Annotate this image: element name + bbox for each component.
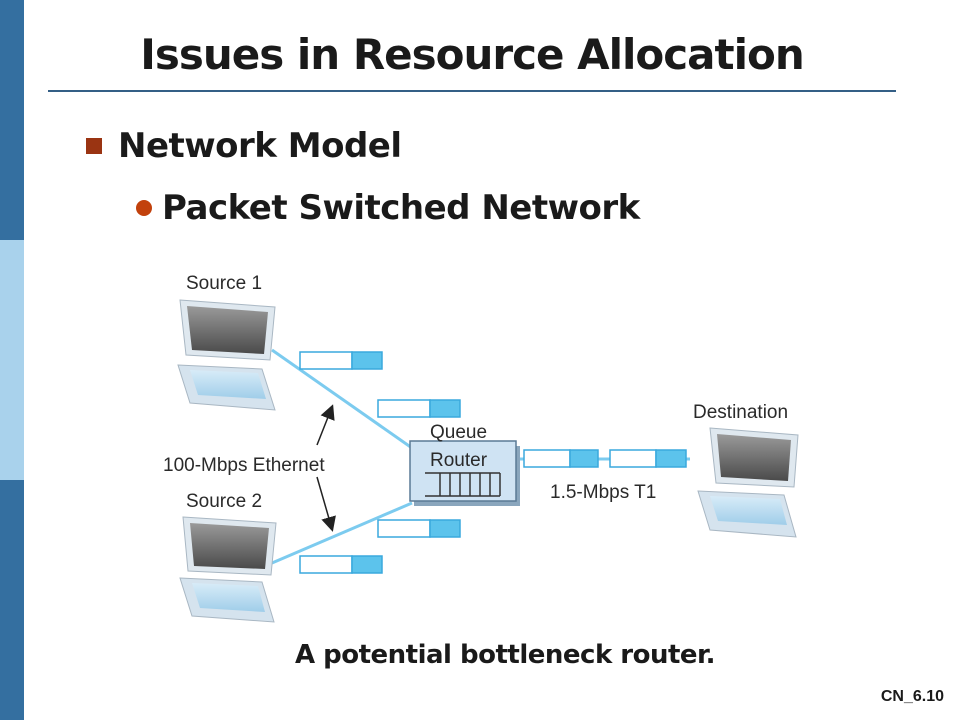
destination-label: Destination xyxy=(693,402,788,423)
router-icon xyxy=(409,440,520,506)
packet xyxy=(609,449,687,468)
packet xyxy=(377,519,461,538)
square-bullet-icon xyxy=(86,138,102,154)
source2-computer-icon xyxy=(179,516,277,623)
bullet-packet-switched: Packet Switched Network xyxy=(136,188,640,228)
t1-label: 1.5-Mbps T1 xyxy=(550,482,656,503)
round-bullet-icon xyxy=(136,200,152,216)
packet xyxy=(377,399,461,418)
packet xyxy=(299,555,383,574)
figure-caption: A potential bottleneck router. xyxy=(294,640,716,670)
bullet-network-model: Network Model xyxy=(86,126,402,166)
packet xyxy=(523,449,599,468)
slide-number: CN_6.10 xyxy=(880,688,944,705)
source1-label: Source 1 xyxy=(186,273,262,294)
source2-label: Source 2 xyxy=(186,491,262,512)
bullet-level2-text: Packet Switched Network xyxy=(162,188,640,228)
packet xyxy=(299,351,383,370)
router-label: Router xyxy=(430,450,488,471)
network-diagram: Source 1 Source 2 Destination 100-Mbps E… xyxy=(163,273,799,623)
link-source2-router xyxy=(271,501,413,565)
sidebar-band-bottom xyxy=(0,480,24,720)
slide-title: Issues in Resource Allocation xyxy=(140,30,804,79)
arrow-down-icon xyxy=(316,476,336,532)
ethernet-label: 100-Mbps Ethernet xyxy=(163,455,325,476)
title-underline xyxy=(48,90,896,92)
destination-computer-icon xyxy=(697,427,799,538)
source1-computer-icon xyxy=(177,299,276,411)
link-source1-router xyxy=(271,348,413,450)
sidebar-band-top xyxy=(0,0,24,240)
bullet-level1-text: Network Model xyxy=(118,126,402,166)
queue-label: Queue xyxy=(430,422,487,443)
queue-buffer xyxy=(425,472,501,497)
sidebar-band-middle xyxy=(0,240,24,480)
arrow-up-icon xyxy=(316,404,335,446)
